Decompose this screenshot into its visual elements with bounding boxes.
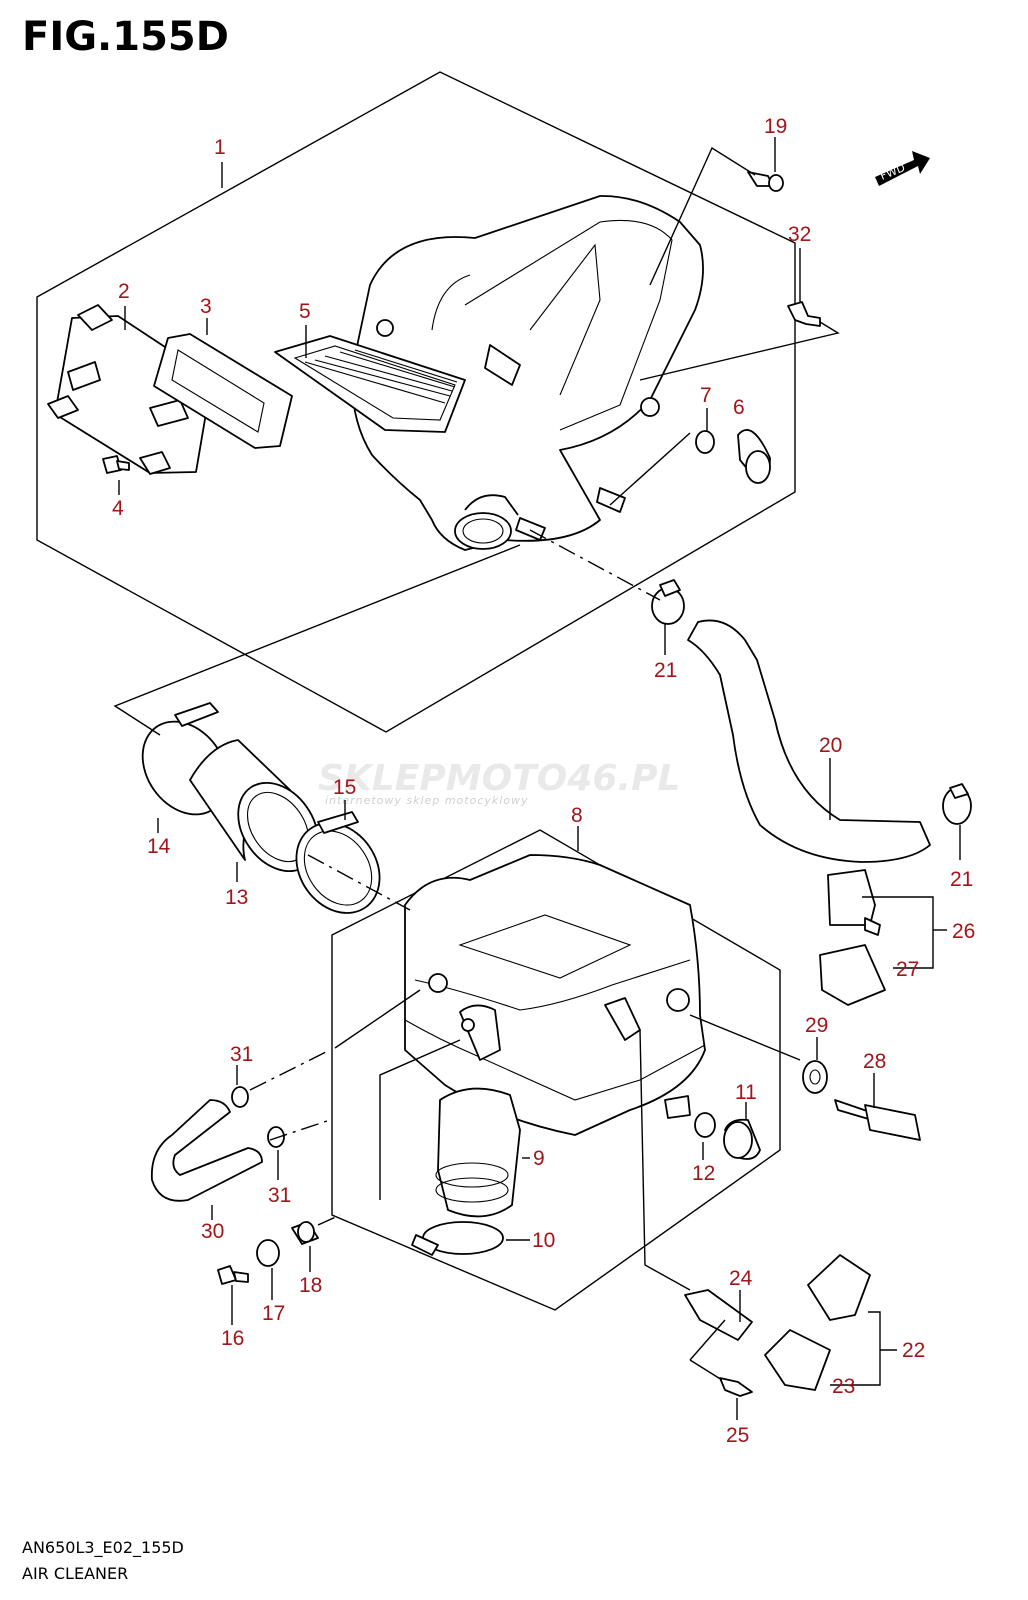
clip-part-31a xyxy=(231,1086,249,1108)
callout-18: 18 xyxy=(299,1274,322,1297)
fwd-label: FWD xyxy=(878,161,907,183)
callout-6: 6 xyxy=(733,396,745,419)
callout-22: 22 xyxy=(902,1339,925,1362)
callout-26: 26 xyxy=(952,920,975,943)
clip-part-31b xyxy=(267,1126,285,1148)
dash-dot-links xyxy=(249,529,661,1226)
callouts: 1 2 3 4 5 6 7 8 9 10 11 12 13 14 15 16 1… xyxy=(112,115,975,1447)
callout-5: 5 xyxy=(299,300,311,323)
gasket-part-3 xyxy=(153,333,293,449)
forward-arrow-icon: FWD xyxy=(875,151,930,186)
callout-20: 20 xyxy=(819,734,842,757)
callout-21b: 21 xyxy=(950,868,973,891)
hose-clamp-part-21a xyxy=(651,579,685,625)
screw-part-19 xyxy=(747,171,784,192)
clip-part-7 xyxy=(695,430,715,454)
callout-16: 16 xyxy=(221,1327,244,1350)
callout-28: 28 xyxy=(863,1050,886,1073)
washer-part-29 xyxy=(802,1060,828,1094)
bolt-part-4 xyxy=(102,455,130,474)
callout-30: 30 xyxy=(201,1220,224,1243)
callout-7: 7 xyxy=(700,384,712,407)
grommet-part-17 xyxy=(256,1239,280,1267)
callout-25: 25 xyxy=(726,1424,749,1447)
hose-part-20 xyxy=(687,619,931,863)
callout-13: 13 xyxy=(225,886,248,909)
callout-21a: 21 xyxy=(654,659,677,682)
connector-cover-part-23 xyxy=(764,1329,831,1391)
connector-part-26 xyxy=(827,869,881,936)
upper-assembly-outline xyxy=(36,71,796,733)
sensor-part-28 xyxy=(834,1099,921,1141)
drain-cap-part-6 xyxy=(737,429,771,484)
callout-24: 24 xyxy=(729,1267,753,1290)
connector-part-22 xyxy=(807,1254,871,1321)
callout-12: 12 xyxy=(692,1162,715,1185)
drain-cap-part-11 xyxy=(723,1118,761,1160)
callout-23: 23 xyxy=(832,1375,855,1398)
callout-11: 11 xyxy=(735,1081,757,1104)
hose-clamp-part-21b xyxy=(942,783,972,825)
collar-part-18 xyxy=(291,1221,319,1245)
connector-cover-part-27 xyxy=(819,944,886,1006)
callout-4: 4 xyxy=(112,497,124,520)
drain-tube-part-9 xyxy=(435,1087,521,1218)
clamp-part-15 xyxy=(295,811,381,914)
watermark: SKLEPMOTO46.PL xyxy=(318,758,681,799)
callout-31a: 31 xyxy=(230,1043,253,1066)
callout-15: 15 xyxy=(333,776,356,799)
callout-29: 29 xyxy=(805,1014,828,1037)
figure-code: AN650L3_E02_155D xyxy=(22,1538,184,1557)
screw-part-25 xyxy=(719,1377,753,1397)
air-cleaner-case-upper xyxy=(350,195,704,551)
callout-31b: 31 xyxy=(268,1184,291,1207)
callout-19: 19 xyxy=(764,115,787,138)
callout-32: 32 xyxy=(788,223,811,246)
filter-element-part-5 xyxy=(274,335,466,433)
callout-17: 17 xyxy=(262,1302,285,1325)
bracket-part-24 xyxy=(684,1289,753,1341)
screw-part-32 xyxy=(787,301,821,327)
callout-9: 9 xyxy=(533,1147,545,1170)
figure-name: AIR CLEANER xyxy=(22,1564,129,1583)
air-cleaner-case-lower xyxy=(404,854,706,1136)
lower-assembly-outline xyxy=(331,829,781,1311)
callout-3: 3 xyxy=(200,295,212,318)
callout-8: 8 xyxy=(571,804,583,827)
leader-lines xyxy=(113,137,961,1420)
hose-part-30 xyxy=(150,1099,263,1202)
callout-27: 27 xyxy=(896,958,919,981)
callout-2: 2 xyxy=(118,280,130,303)
callout-14: 14 xyxy=(147,835,171,858)
figure-title: FIG.155D xyxy=(22,14,229,60)
watermark-tagline: internetowy sklep motocyklowy xyxy=(325,794,529,807)
callout-10: 10 xyxy=(532,1229,555,1252)
callout-1: 1 xyxy=(214,136,226,159)
clip-part-12 xyxy=(694,1112,716,1138)
bolt-part-16 xyxy=(217,1265,249,1285)
clamp-part-10 xyxy=(411,1221,504,1256)
